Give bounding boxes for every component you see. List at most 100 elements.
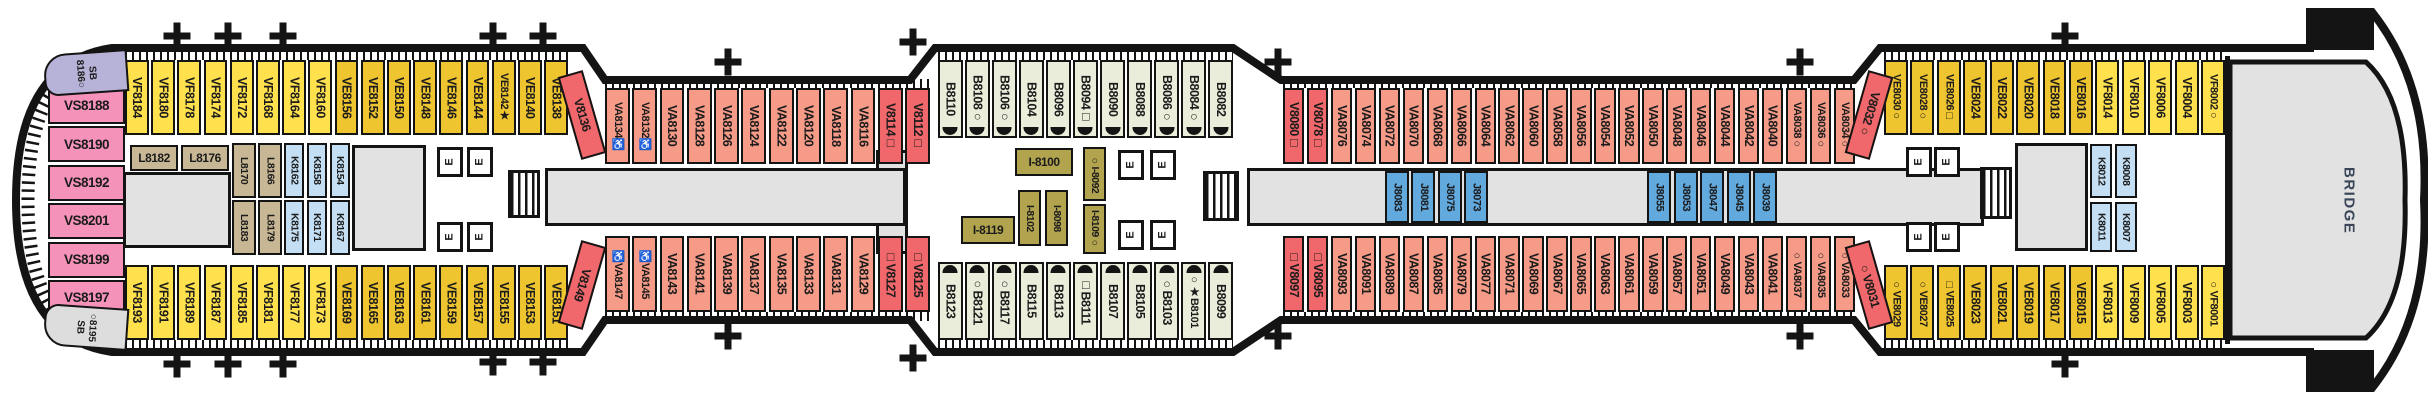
cabin-label: VA8058 <box>1550 105 1565 147</box>
cabin-label: ○VF8001 <box>2207 278 2220 327</box>
cabin-I-8109: I-8109○ <box>1083 204 1106 254</box>
sofa-bed-icon <box>1213 265 1229 273</box>
cabin-VF8168: VF8168 <box>256 60 280 135</box>
cabin-V8125: □V8125 <box>905 236 930 312</box>
cabin-B8096: B8096 <box>1046 60 1071 138</box>
cabin-VA8060: VA8060 <box>1522 88 1544 164</box>
cabin-VA8141: VA8141 <box>686 236 712 312</box>
cabin-VA8061: VA8061 <box>1618 236 1640 312</box>
cabin-label: L8170 <box>238 156 251 185</box>
cabin-label: VF8009 <box>2127 282 2141 323</box>
cabin-label: VA8059 <box>1646 253 1661 295</box>
cabin-label: VF8006 <box>2153 77 2168 118</box>
cabin-label: I-8102 <box>1023 204 1036 232</box>
cabin-J8083: J8083 <box>1385 171 1409 223</box>
cabin-label: VA8124 <box>747 105 762 147</box>
cabin-label: VA8038○ <box>1790 102 1803 150</box>
cabin-label: V8078□ <box>1310 102 1325 150</box>
cabin-VF8189: VF8189 <box>177 265 202 340</box>
cabin-VF8014: VF8014 <box>2095 60 2120 135</box>
cabin-L8183: L8183 <box>232 200 256 255</box>
cabin-VA8126: VA8126 <box>714 88 739 164</box>
cabin-label: VS8199 <box>63 251 110 267</box>
cabin-VF8010: VF8010 <box>2121 60 2146 135</box>
cross-marker <box>714 48 742 76</box>
cabin-label: J8081 <box>1417 182 1430 212</box>
cabin-VE8030: VE8030○ <box>1884 60 1908 135</box>
cabin-VS8192: VS8192 <box>48 164 125 201</box>
cabin-K8162: K8162 <box>284 143 305 198</box>
cabin-label: VA8061 <box>1622 253 1637 295</box>
cabin-label: VF8191 <box>156 282 171 323</box>
cabin-label: VF8174 <box>208 77 223 118</box>
cabin-VA8145: ♿VA8145 <box>632 236 658 312</box>
sofa-bed-icon <box>1186 265 1202 273</box>
cabin-VE8025: □VE8025 <box>1936 265 1961 340</box>
cabin-VE8016: VE8016 <box>2068 60 2093 135</box>
cabin-label: L8176 <box>189 151 221 165</box>
cabin-label: VA8087 <box>1406 253 1421 295</box>
elevator: E <box>1934 147 1960 177</box>
cabin-VA8036: VA8036○ <box>1809 88 1832 164</box>
cabin-B8088: B8088 <box>1127 60 1152 138</box>
cabin-label: VE8163 <box>392 281 407 324</box>
cabin-label: VE8019 <box>2021 281 2036 324</box>
cabin-label: K8167 <box>334 213 347 242</box>
cabin-label: VF8164 <box>287 77 302 118</box>
cabin-label: □V8097 <box>1286 250 1301 298</box>
cabin-label: ○B8121 <box>970 277 985 325</box>
cabin-VA8058: VA8058 <box>1546 88 1568 164</box>
staircase <box>1203 171 1239 221</box>
cross-marker <box>1264 322 1292 350</box>
cabin-label: VE8021 <box>1994 281 2009 324</box>
cabin-VA8062: VA8062 <box>1498 88 1520 164</box>
cabin-label: VA8050 <box>1646 105 1661 147</box>
cabin-label: VA8052 <box>1622 105 1637 147</box>
cabin-VA8076: VA8076 <box>1330 88 1353 164</box>
cabin-VF8173: VF8173 <box>308 265 333 340</box>
cabin-VA8069: VA8069 <box>1522 236 1544 312</box>
cabin-V8097: □V8097 <box>1283 236 1305 312</box>
cabin-V8078: V8078□ <box>1306 88 1329 164</box>
cabin-VE8169: VE8169 <box>334 265 359 340</box>
cabin-label: ♿VA8147 <box>611 249 624 299</box>
cabin-label: VA8042 <box>1741 105 1756 147</box>
cabin-label: VA8057 <box>1669 253 1684 295</box>
cabin-label: VE8161 <box>418 281 433 324</box>
cabin-label: VF8178 <box>182 77 197 118</box>
cabin-label: J8045 <box>1733 182 1745 212</box>
cabin-label: ○VE8029 <box>1890 278 1903 327</box>
cabin-label: VA8060 <box>1526 105 1541 147</box>
cabin-label: L8179 <box>264 213 277 242</box>
cabin-J8039: J8039 <box>1753 171 1777 223</box>
elevator-label: E <box>1157 161 1169 169</box>
cabin-VE8163: VE8163 <box>387 265 411 340</box>
cabin-VF8004: VF8004 <box>2174 60 2199 135</box>
cabin-label: ○VE8027 <box>1916 278 1929 327</box>
cabin-K8175: K8175 <box>284 200 305 255</box>
cabin-label: ♿VA8145 <box>639 249 652 299</box>
cabin-label: VA8071 <box>1502 253 1517 295</box>
cabin-label: VE8015 <box>2074 281 2089 324</box>
cabin-label: □V8127 <box>883 250 898 298</box>
cabin-VF8003: VF8003 <box>2174 265 2199 340</box>
cross-marker <box>2051 350 2079 378</box>
cabin-label: VA8118 <box>828 105 843 147</box>
sofa-bed-icon <box>1159 265 1175 273</box>
cabin-label: VE8150 <box>392 76 407 119</box>
cabin-VE8027: ○VE8027 <box>1910 265 1935 340</box>
cabin-label: VA8132♿ <box>639 101 652 151</box>
cabin-label: VA8049 <box>1717 253 1732 295</box>
cabin-K8008: K8008 <box>2114 144 2137 198</box>
cabin-B8111: □B8111 <box>1073 262 1098 340</box>
open-area <box>123 172 231 248</box>
sofa-bed-icon <box>1105 265 1121 273</box>
cabin-VA8134: VA8134♿ <box>605 88 630 164</box>
cabin-VA8068: VA8068 <box>1426 88 1449 164</box>
elevator: E <box>1906 147 1932 177</box>
cross-marker <box>1786 48 1814 76</box>
cabin-label: VE8155 <box>496 281 511 324</box>
cabin-label: L8183 <box>238 213 251 242</box>
cabin-label: VA8139 <box>719 253 734 295</box>
cabin-J8053: J8053 <box>1673 171 1698 223</box>
